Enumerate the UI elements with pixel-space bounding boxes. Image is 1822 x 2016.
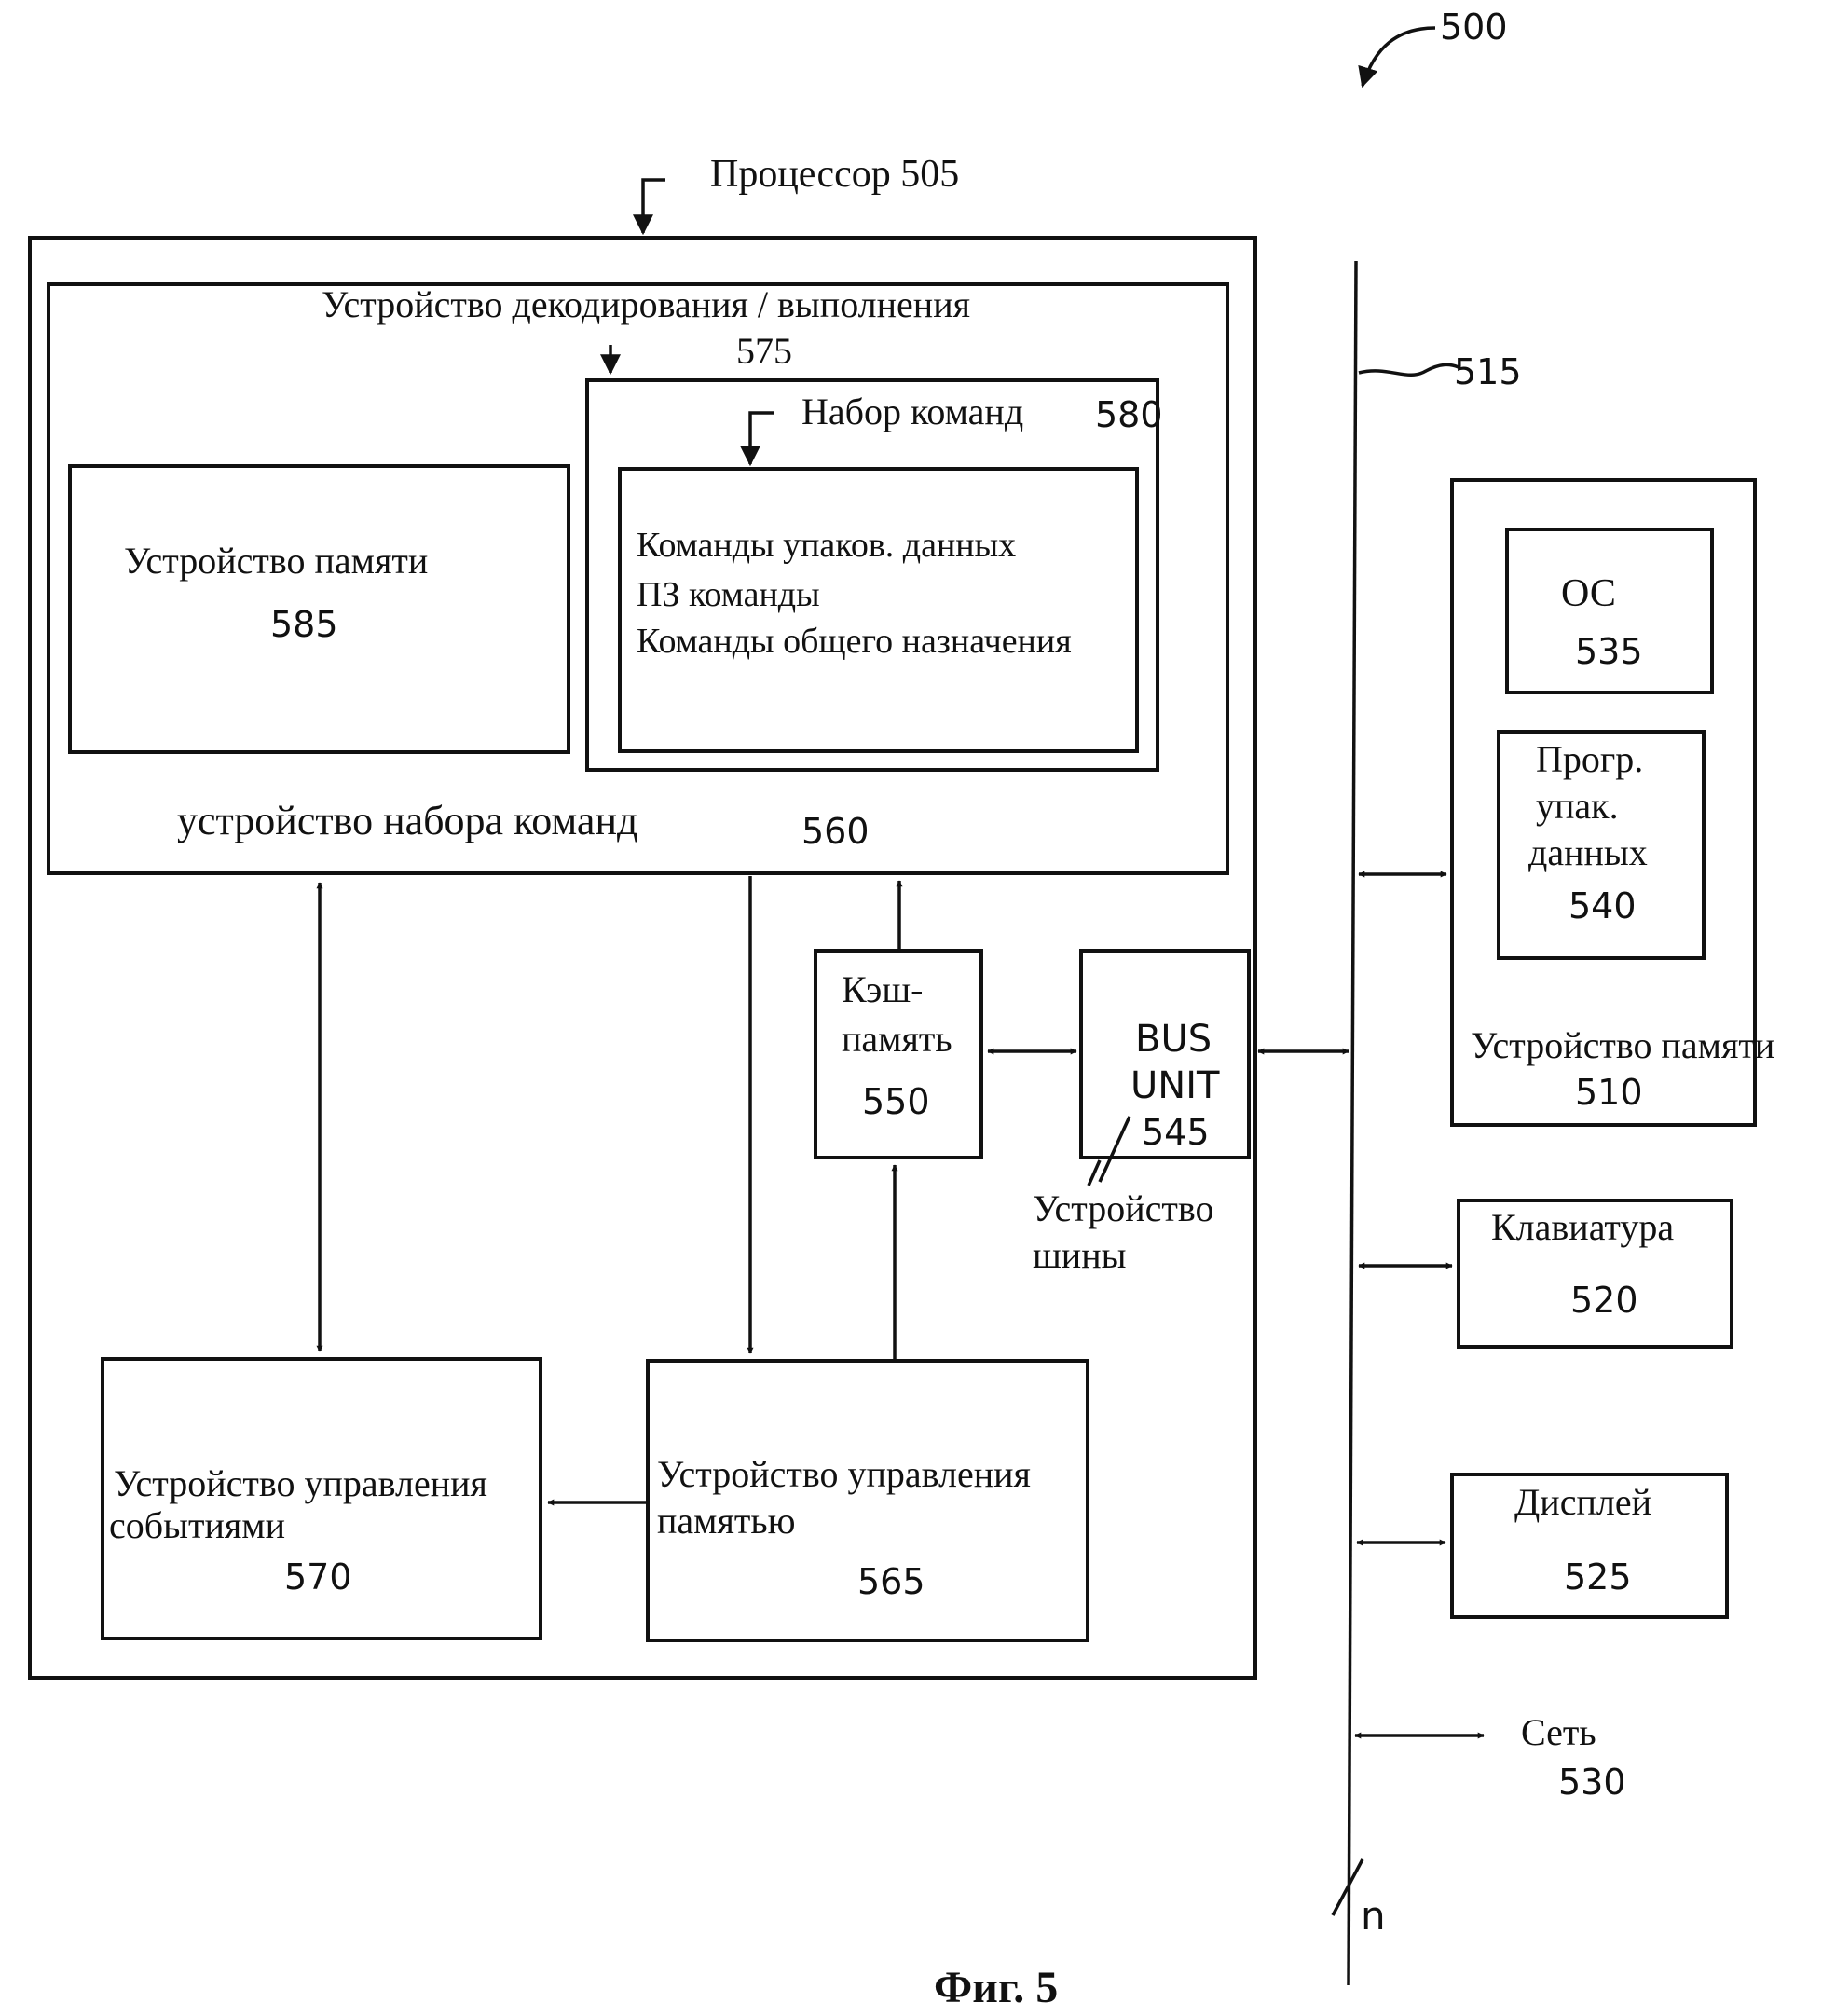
system-bus-width-label: n [1361, 1893, 1386, 1939]
storage-label: Устройство памяти [1471, 1024, 1774, 1066]
storage-510: ОС 535 Прогр. упак. данных 540 Устройств… [1359, 480, 1774, 1125]
instr-fp: ПЗ команды [637, 575, 820, 614]
memory-585-label: Устройство памяти [124, 540, 428, 582]
cache-memory-550: Кэш- память 550 [815, 951, 981, 1158]
os-label: ОС [1561, 572, 1616, 615]
display-ref: 525 [1564, 1557, 1632, 1598]
memory-device-585: Устройство памяти 585 [70, 466, 569, 752]
instr-packed-data: Команды упаков. данных [637, 526, 1016, 565]
instruction-set-pointer [750, 413, 774, 464]
bus-unit-callout-tick [1089, 1160, 1100, 1186]
system-bus-line [1349, 261, 1356, 1985]
keyboard-ref: 520 [1570, 1280, 1638, 1321]
storage-ref: 510 [1575, 1072, 1643, 1113]
keyboard-520: Клавиатура 520 [1359, 1200, 1732, 1347]
system-bus-ref: 515 [1454, 351, 1522, 392]
bus-unit-callout-2: шины [1033, 1234, 1127, 1276]
instr-general: Команды общего назначения [637, 622, 1072, 661]
decode-execute-label: Устройство декодирования / выполнения [322, 283, 970, 325]
network-label: Сеть [1521, 1711, 1596, 1753]
processor-callout [643, 180, 665, 233]
packed-prog-label-3: данных [1528, 831, 1648, 873]
display-525: Дисплей 525 [1357, 1474, 1727, 1617]
instruction-set-label: Набор команд [801, 391, 1023, 432]
packed-prog-label-1: Прогр. [1536, 738, 1643, 780]
display-label: Дисплей [1514, 1481, 1651, 1523]
packed-prog-label-2: упак. [1536, 785, 1619, 827]
cache-label-2: память [842, 1018, 952, 1060]
event-control-570: Устройство управления событиями 570 [103, 1359, 541, 1639]
keyboard-label: Клавиатура [1491, 1206, 1674, 1248]
system-bus-callout [1359, 364, 1459, 375]
memory-control-label-2: памятью [657, 1500, 795, 1542]
memory-control-label-1: Устройство управления [657, 1453, 1031, 1495]
instruction-set-580: Набор команд 580 Команды упаков. данных … [587, 380, 1163, 770]
event-control-label-2: событиями [109, 1504, 285, 1546]
memory-585-ref: 585 [270, 604, 338, 645]
bus-unit-label-2: UNIT [1130, 1064, 1220, 1107]
memory-control-ref: 565 [857, 1561, 925, 1602]
bus-unit-545: BUS UNIT 545 Устройство шины [1033, 951, 1249, 1276]
cache-ref: 550 [862, 1081, 930, 1122]
instruction-set-unit-label: устройство набора команд [177, 798, 637, 843]
system-ref-label: 500 [1440, 7, 1508, 48]
processor-label: Процессор 505 [710, 153, 959, 196]
instruction-set-ref: 580 [1095, 394, 1163, 435]
network-530: Сеть 530 [1355, 1711, 1626, 1803]
bus-unit-label-1: BUS [1135, 1018, 1212, 1061]
os-ref: 535 [1575, 631, 1643, 672]
packed-prog-ref: 540 [1569, 885, 1637, 926]
bus-unit-ref: 545 [1142, 1112, 1210, 1153]
event-control-label-1: Устройство управления [114, 1462, 487, 1504]
memory-control-565: Устройство управления памятью 565 [648, 1361, 1088, 1640]
system-callout: 500 [1363, 7, 1508, 86]
event-control-ref: 570 [284, 1557, 352, 1598]
cache-label-1: Кэш- [842, 968, 923, 1010]
bus-unit-callout-1: Устройство [1033, 1187, 1214, 1229]
decode-execute-ref: 575 [736, 330, 792, 372]
figure-caption: Фиг. 5 [934, 1963, 1058, 2012]
bus-unit-ref-tick [1100, 1117, 1130, 1182]
instruction-set-unit-ref: 560 [801, 811, 870, 852]
network-ref: 530 [1558, 1762, 1626, 1803]
